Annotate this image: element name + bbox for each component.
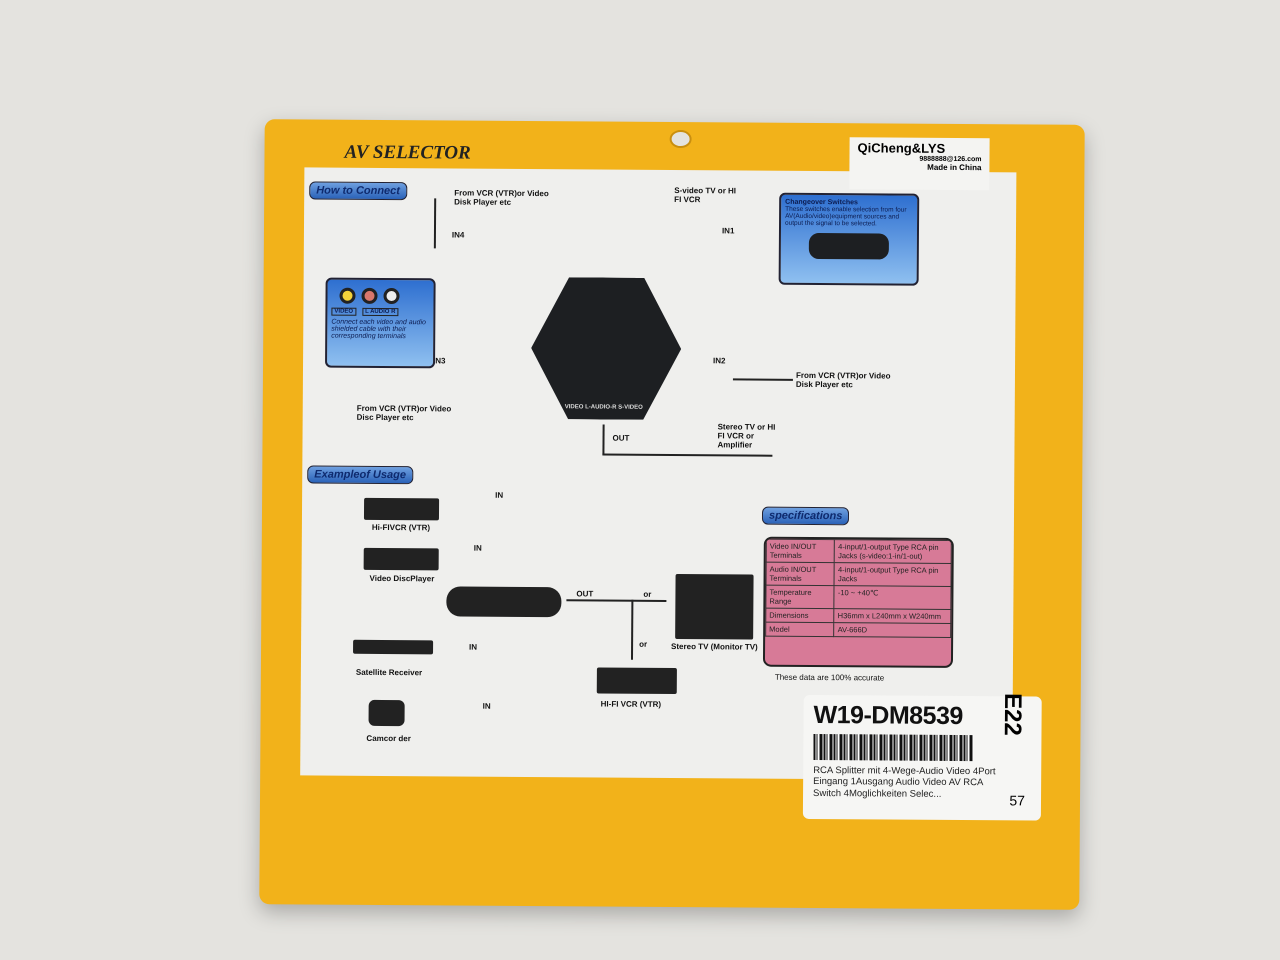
in2-label: IN2 xyxy=(713,356,726,366)
or-label-2: or xyxy=(639,639,648,649)
in2-source: From VCR (VTR)or Video Disk Player etc xyxy=(795,370,891,390)
inventory-sticker: W19-DM8539 E22 RCA Splitter mit 4-Wege-A… xyxy=(802,692,1042,821)
spec-value: 4-input/1-output Type RCA pin Jacks xyxy=(834,562,952,587)
camcorder-icon xyxy=(368,699,405,727)
sticker-bin: E22 xyxy=(999,692,1027,736)
spec-label: Model xyxy=(765,622,835,637)
sticker-description: RCA Splitter mit 4-Wege-Audio Video 4Por… xyxy=(813,764,996,800)
jack-note: Connect each video and audio shielded ca… xyxy=(331,318,426,341)
specifications-heading: specifications xyxy=(761,506,850,526)
in-label-2: IN xyxy=(473,543,482,553)
tv-icon xyxy=(675,574,754,640)
device-image xyxy=(808,232,889,260)
rca-jacks-icon xyxy=(339,287,421,305)
changeover-text: These switches enable selection from fou… xyxy=(785,205,907,228)
out-label-usage: OUT xyxy=(576,589,594,599)
usage-source-3: Satellite Receiver xyxy=(355,667,423,678)
brand-name: QiCheng&LYS xyxy=(857,140,946,156)
hang-hole xyxy=(669,129,692,149)
product-title: AV SELECTOR xyxy=(344,141,471,164)
spec-value: -10 ~ +40℃ xyxy=(834,585,952,610)
in-label-3: IN xyxy=(469,642,478,652)
audio-jack-label: L AUDIO R xyxy=(362,307,399,317)
in1-label: IN1 xyxy=(721,226,735,236)
spec-value: 4-input/1-output Type RCA pin Jacks (s-v… xyxy=(834,539,952,564)
how-to-connect-heading: How to Connect xyxy=(309,181,408,201)
video-jack-label: VIDEO xyxy=(331,307,357,316)
spec-value: H36mm x L240mm x W240mm xyxy=(834,608,951,624)
hifi-vcr-icon xyxy=(596,667,677,695)
in-label-4: IN xyxy=(482,701,491,711)
disc-player-icon xyxy=(363,547,439,571)
usage-target-vcr: HI-FI VCR (VTR) xyxy=(600,699,662,709)
in1-source: S-video TV or HI FI VCR xyxy=(674,186,737,205)
in3-source: From VCR (VTR)or Video Disc Player etc xyxy=(356,403,452,423)
vcr-icon xyxy=(363,497,440,521)
in-label-1: IN xyxy=(495,490,504,500)
in4-label: IN4 xyxy=(451,230,465,240)
changeover-info-box: Changeover Switches These switches enabl… xyxy=(778,192,920,286)
or-label-1: or xyxy=(643,589,652,599)
spec-label: Video IN/OUT Terminals xyxy=(766,539,835,563)
instruction-panel: How to Connect From VCR (VTR)or Video Di… xyxy=(300,137,1017,781)
spec-label: Temperature Range xyxy=(765,585,835,609)
usage-source-2: Video DiscPlayer xyxy=(369,573,435,584)
brand-label: QiCheng&LYS 9888888@126.com Made in Chin… xyxy=(849,137,990,191)
usage-target-tv: Stereo TV (Monitor TV) xyxy=(671,641,758,652)
out-target: Stereo TV or HI FI VCR or Amplifier xyxy=(717,422,776,450)
spec-value: AV-666D xyxy=(834,622,951,638)
usage-heading: Exampleof Usage xyxy=(307,465,414,485)
spec-row: Temperature Range-10 ~ +40℃ xyxy=(765,585,952,610)
satellite-receiver-icon xyxy=(353,639,434,655)
av-selector-device-image xyxy=(531,277,682,420)
jack-info-box: VIDEO L AUDIO R Connect each video and au… xyxy=(325,277,436,369)
spec-label: Dimensions xyxy=(765,608,835,623)
spec-footnote: These data are 100% accurate xyxy=(774,672,885,683)
sticker-number: 57 xyxy=(1009,792,1026,809)
out-label: OUT xyxy=(612,433,630,443)
product-package: AV SELECTOR How to Connect From VCR (VTR… xyxy=(259,119,1085,910)
usage-source-4: Camcor der xyxy=(366,733,411,744)
spec-label: Audio IN/OUT Terminals xyxy=(766,562,835,586)
usage-source-1: Hi-FIVCR (VTR) xyxy=(371,522,431,533)
brand-origin: Made in China xyxy=(927,162,982,173)
in4-source: From VCR (VTR)or Video Disk Player etc xyxy=(454,188,549,208)
av-selector-icon xyxy=(446,586,562,618)
barcode xyxy=(813,733,974,762)
device-out-labels: VIDEO L-AUDIO-R S-VIDEO xyxy=(564,404,643,411)
